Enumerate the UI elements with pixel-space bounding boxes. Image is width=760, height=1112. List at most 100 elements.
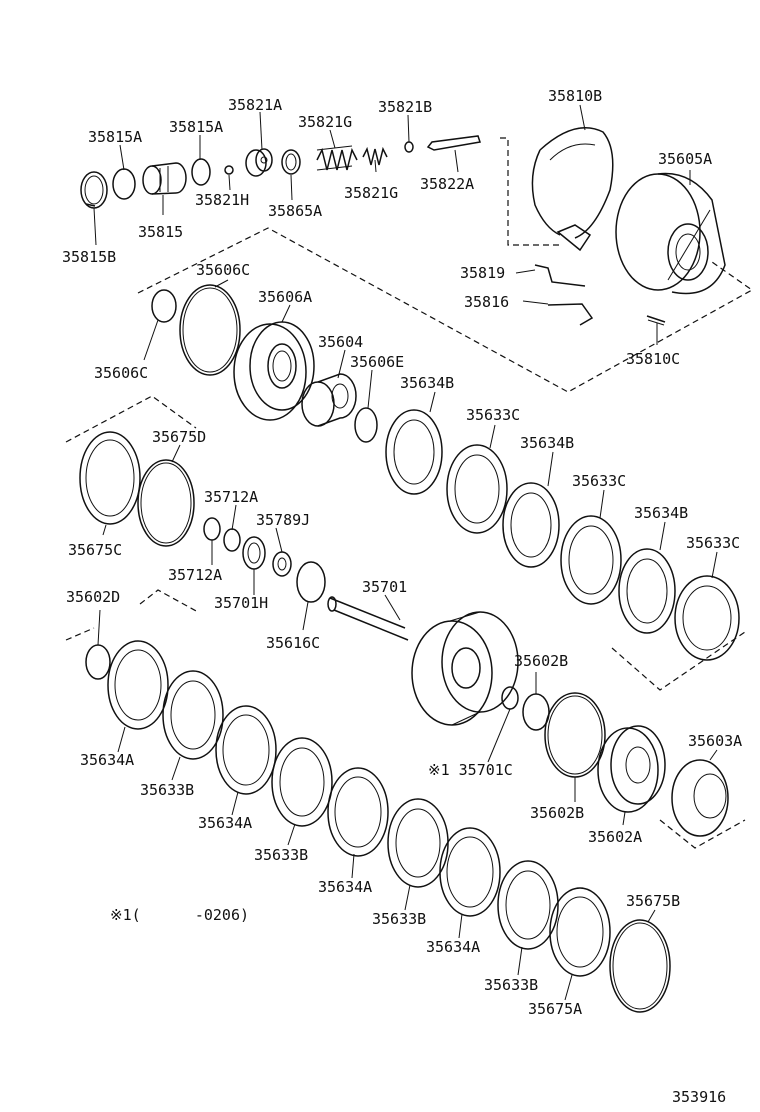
sleeve-35815 (142, 162, 187, 195)
snap-ring-35606E (354, 407, 378, 443)
label-35815A-1: 35815A (88, 128, 142, 146)
ring-35616C (296, 561, 326, 603)
o-ring-35815A-2 (191, 158, 211, 186)
group-outlines (65, 137, 754, 849)
label-35821A: 35821A (228, 96, 282, 114)
label-35634B-2: 35634B (520, 434, 574, 452)
label-35821G-2: 35821G (344, 184, 398, 202)
label-35602A: 35602A (588, 828, 642, 846)
spring-retainer-35603A (671, 759, 729, 837)
plate-35634A-3 (327, 767, 389, 857)
ring-35865A (281, 149, 301, 175)
label-35634A-1: 35634A (80, 751, 134, 769)
label-35815: 35815 (138, 223, 183, 241)
ring-35675D (137, 459, 195, 547)
link-35819 (534, 264, 586, 287)
pin-35810C (646, 315, 666, 326)
label-35815B: 35815B (62, 248, 116, 266)
illustration-number: 353916 (672, 1088, 726, 1106)
label-35634B-1: 35634B (400, 374, 454, 392)
strut-35816 (547, 303, 594, 326)
disc-35633B-3 (387, 798, 449, 888)
label-35603A: 35603A (688, 732, 742, 750)
ring-35602B-large (544, 692, 606, 778)
label-35606C-2: 35606C (94, 364, 148, 382)
label-35865A: 35865A (268, 202, 322, 220)
piston-35606A (233, 321, 315, 421)
ball-35821B (404, 141, 414, 153)
ring-35675B (609, 919, 671, 1013)
plate-35675A (549, 887, 611, 977)
label-35602B-1: 35602B (514, 652, 568, 670)
small-part-35821H (224, 165, 234, 175)
disc-35633B-1 (162, 670, 224, 760)
label-35712A-2: 35712A (168, 566, 222, 584)
leader-lines (93, 104, 718, 1001)
snap-ring-35815B (80, 171, 108, 209)
label-35789J: 35789J (256, 511, 310, 529)
label-35633B-2: 35633B (254, 846, 308, 864)
label-35605A: 35605A (658, 150, 712, 168)
label-35634A-2: 35634A (198, 814, 252, 832)
label-35822A: 35822A (420, 175, 474, 193)
ring-35606C-small (151, 289, 177, 323)
label-35606C-1: 35606C (196, 261, 250, 279)
label-35675B: 35675B (626, 892, 680, 910)
disc-35633C-1 (446, 444, 508, 534)
label-35616C: 35616C (266, 634, 320, 652)
disc-35633B-2 (271, 737, 333, 827)
plate-35634B-2 (502, 482, 560, 568)
plate-35675C (79, 431, 141, 525)
snap-ring-35602D (85, 644, 111, 680)
footnote: ※1( -0206) (110, 906, 249, 924)
label-35633B-4: 35633B (484, 976, 538, 994)
label-35634A-4: 35634A (426, 938, 480, 956)
brake-band-35810B (531, 127, 614, 252)
pin-35822A (426, 135, 481, 151)
shaft-35701 (327, 596, 519, 726)
label-35633B-1: 35633B (140, 781, 194, 799)
plate-35634B-3 (618, 548, 676, 634)
label-35675D: 35675D (152, 428, 206, 446)
race-35712A (203, 517, 241, 552)
label-35821H: 35821H (195, 191, 249, 209)
plate-35634A-1 (107, 640, 169, 730)
label-35606A: 35606A (258, 288, 312, 306)
label-35634A-3: 35634A (318, 878, 372, 896)
label-35712A-1: 35712A (204, 488, 258, 506)
plate-35634B-1 (385, 409, 443, 495)
label-35701C: ※1 35701C (428, 761, 513, 779)
label-35810B: 35810B (548, 87, 602, 105)
label-35701: 35701 (362, 578, 407, 596)
label-35633C-3: 35633C (686, 534, 740, 552)
piston-35602A (597, 725, 666, 813)
label-35815A-2: 35815A (169, 118, 223, 136)
label-35819: 35819 (460, 264, 505, 282)
bearing-35701H (242, 536, 266, 570)
label-35606E: 35606E (350, 353, 404, 371)
disc-35633C-3 (674, 575, 740, 661)
plate-35634A-2 (215, 705, 277, 795)
label-35604: 35604 (318, 333, 363, 351)
label-35810C: 35810C (626, 350, 680, 368)
disc-35633B-4 (497, 860, 559, 950)
part-labels: 35815B 35815A 35815A 35815 35821A 35821H… (62, 87, 742, 1106)
o-ring-35815A-1 (112, 168, 136, 200)
one-way-clutch-35604 (301, 373, 357, 427)
label-35816: 35816 (464, 293, 509, 311)
spring-35821G-2 (362, 146, 388, 166)
label-35602B-2: 35602B (530, 804, 584, 822)
label-35821G-1: 35821G (298, 113, 352, 131)
spring-35821G-1 (316, 145, 358, 171)
label-35633C-1: 35633C (466, 406, 520, 424)
washer-35789J (272, 551, 292, 577)
label-35675A: 35675A (528, 1000, 582, 1018)
disc-35633C-2 (560, 515, 622, 605)
label-35602D: 35602D (66, 588, 120, 606)
label-35821B: 35821B (378, 98, 432, 116)
label-35675C: 35675C (68, 541, 122, 559)
label-35633C-2: 35633C (572, 472, 626, 490)
piston-35821A (245, 148, 273, 177)
plate-35634A-4 (439, 827, 501, 917)
